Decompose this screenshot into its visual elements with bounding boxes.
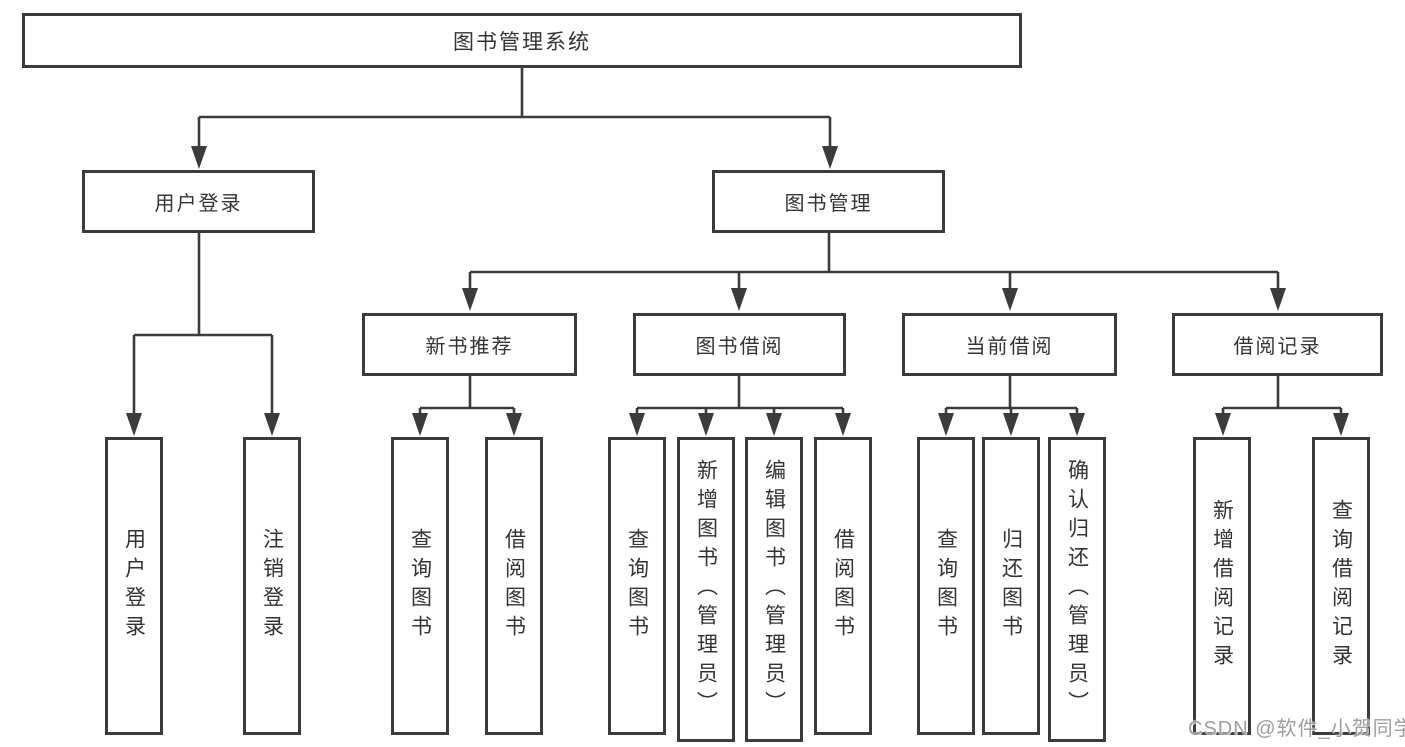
node-label: 编辑图书（管理员） (762, 459, 786, 720)
connector-borrowing-records (1221, 376, 1343, 417)
node-label: 归还图书 (999, 528, 1023, 644)
node-current-borrowing: 当前借阅 (902, 313, 1117, 376)
arrow-down-icon (1270, 288, 1286, 311)
arrow-down-icon (698, 413, 714, 436)
leaf-query-books-current: 查询图书 (917, 437, 975, 735)
node-label: 查询借阅记录 (1329, 499, 1353, 673)
leaf-edit-books-admin: 编辑图书（管理员） (745, 437, 803, 742)
arrow-down-icon (938, 413, 954, 436)
leaf-logout: 注销登录 (243, 437, 301, 735)
arrow-down-icon (191, 146, 207, 169)
arrow-down-icon (1002, 288, 1018, 311)
watermark: CSDN @软件_小贺同学 (1188, 718, 1405, 740)
arrow-down-icon (1069, 413, 1085, 436)
arrow-down-icon (126, 413, 142, 436)
connector-root (197, 68, 832, 150)
arrow-down-icon (412, 413, 428, 436)
node-label: 图书管理 (784, 193, 873, 215)
node-label: 用户登录 (122, 528, 146, 644)
leaf-borrow-books-recommend: 借阅图书 (485, 437, 543, 735)
node-label: 用户登录 (154, 193, 243, 215)
node-library-system: 图书管理系统 (22, 13, 1022, 68)
node-label: 新增借阅记录 (1210, 499, 1234, 673)
leaf-confirm-return-admin: 确认归还（管理员） (1048, 437, 1106, 742)
leaf-add-books-admin: 新增图书（管理员） (677, 437, 735, 742)
arrow-down-icon (835, 413, 851, 436)
connector-book-borrowing (635, 376, 845, 417)
arrow-down-icon (629, 413, 645, 436)
arrow-down-icon (1003, 413, 1019, 436)
node-label: 图书管理系统 (453, 30, 591, 54)
node-label: 新增图书（管理员） (694, 459, 718, 720)
leaf-query-books-recommend: 查询图书 (391, 437, 449, 735)
node-label: 当前借阅 (965, 336, 1054, 358)
arrow-down-icon (1333, 413, 1349, 436)
connector-user-login (132, 233, 274, 417)
node-label: 借阅图书 (502, 528, 526, 644)
arrow-down-icon (1215, 413, 1231, 436)
node-book-borrowing: 图书借阅 (633, 313, 846, 376)
node-label: 确认归还（管理员） (1065, 459, 1089, 720)
node-label: 图书借阅 (695, 336, 784, 358)
node-new-book-recommend: 新书推荐 (362, 313, 577, 376)
connector-new-book-recommend (418, 376, 516, 417)
leaf-user-login: 用户登录 (105, 437, 163, 735)
leaf-query-borrow-record: 查询借阅记录 (1312, 437, 1370, 735)
arrow-down-icon (462, 288, 478, 311)
node-book-management: 图书管理 (712, 170, 945, 233)
node-borrowing-records: 借阅记录 (1172, 313, 1383, 376)
node-user-login: 用户登录 (82, 170, 315, 233)
node-label: 注销登录 (260, 528, 284, 644)
leaf-add-borrow-record: 新增借阅记录 (1193, 437, 1251, 735)
leaf-query-books-borrowing: 查询图书 (608, 437, 666, 735)
node-label: 查询图书 (408, 528, 432, 644)
arrow-down-icon (766, 413, 782, 436)
connector-book-management (468, 233, 1280, 292)
connector-current-borrowing (944, 376, 1079, 417)
node-label: 查询图书 (934, 528, 958, 644)
node-label: 借阅记录 (1233, 336, 1322, 358)
node-label: 新书推荐 (425, 336, 514, 358)
arrow-down-icon (731, 288, 747, 311)
arrow-down-icon (822, 146, 838, 169)
node-label: 查询图书 (625, 528, 649, 644)
arrow-down-icon (506, 413, 522, 436)
leaf-borrow-books: 借阅图书 (814, 437, 872, 735)
node-label: 借阅图书 (831, 528, 855, 644)
leaf-return-books: 归还图书 (982, 437, 1040, 735)
arrow-down-icon (264, 413, 280, 436)
